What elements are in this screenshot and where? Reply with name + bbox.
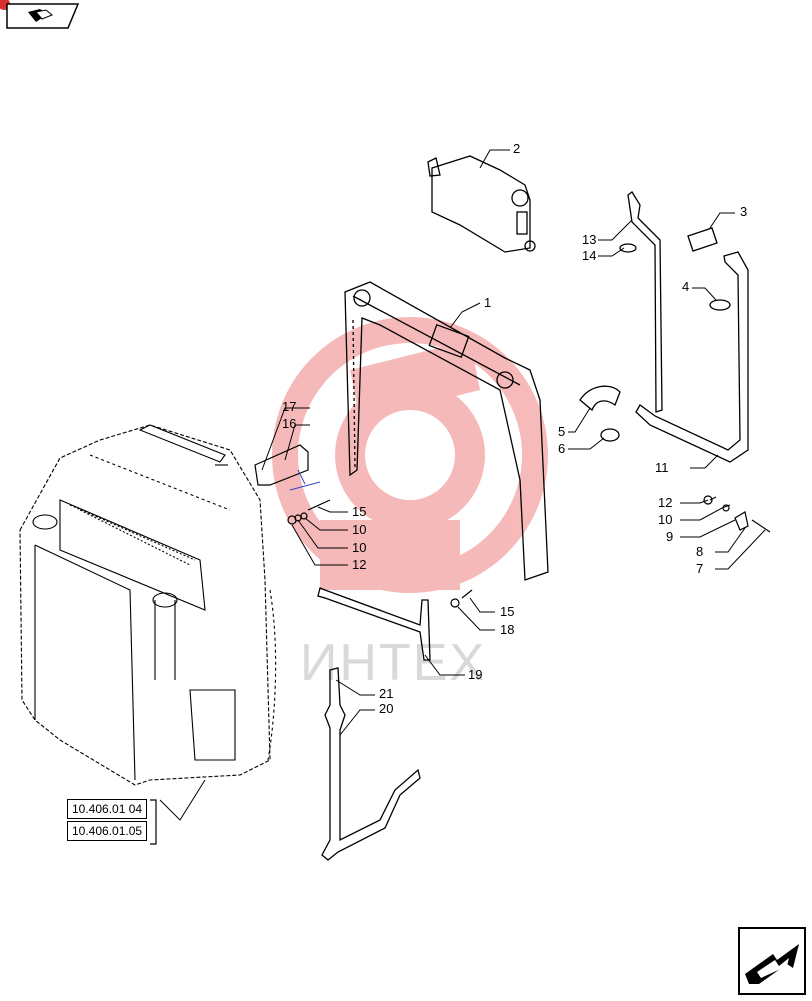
callout-10-a: 10 [352, 522, 366, 537]
callout-18: 18 [500, 622, 514, 637]
callout-10-b: 10 [352, 540, 366, 555]
watermark-text: ИНТЕХ [300, 634, 486, 692]
callout-4: 4 [682, 279, 689, 294]
callout-5: 5 [558, 424, 565, 439]
callout-16: 16 [282, 416, 296, 431]
callout-15-b: 15 [500, 604, 514, 619]
radiator-frame [344, 281, 549, 581]
expansion-tank [427, 155, 536, 253]
bracket-parts [254, 444, 771, 608]
book-arrow-icon [0, 0, 80, 29]
callout-6: 6 [558, 441, 565, 456]
radiator-assembly [19, 424, 277, 786]
reference-bracket [150, 799, 157, 845]
callout-13: 13 [582, 232, 596, 247]
callout-labels: 2 1 3 4 13 14 5 6 11 17 16 15 10 10 12 1… [282, 141, 747, 716]
callout-9: 9 [666, 529, 673, 544]
next-page-button[interactable] [737, 926, 807, 996]
callout-11: 11 [655, 460, 669, 475]
callout-19: 19 [468, 667, 482, 682]
next-page-arrow-icon [738, 927, 806, 995]
callout-20: 20 [379, 701, 393, 716]
top-nav-tab[interactable] [0, 0, 80, 32]
callout-17: 17 [282, 399, 296, 414]
callout-8: 8 [696, 544, 703, 559]
callout-12-a: 12 [352, 557, 366, 572]
callout-21: 21 [379, 686, 393, 701]
callout-12-b: 12 [658, 495, 672, 510]
drain-pipe [321, 667, 421, 861]
callout-10-c: 10 [658, 512, 672, 527]
callout-14: 14 [582, 248, 596, 263]
leader-lines [159, 149, 766, 821]
callout-15-a: 15 [352, 504, 366, 519]
callout-2: 2 [513, 141, 520, 156]
hoses-right [579, 191, 749, 463]
mounting-bracket [317, 587, 431, 661]
watermark-logo [272, 317, 548, 593]
callout-1: 1 [484, 295, 491, 310]
reference-link-1[interactable]: 10.406.01 04 [67, 799, 148, 819]
reference-link-2[interactable]: 10.406.01.05 [67, 821, 148, 841]
callout-3: 3 [740, 204, 747, 219]
callout-7: 7 [696, 561, 703, 576]
